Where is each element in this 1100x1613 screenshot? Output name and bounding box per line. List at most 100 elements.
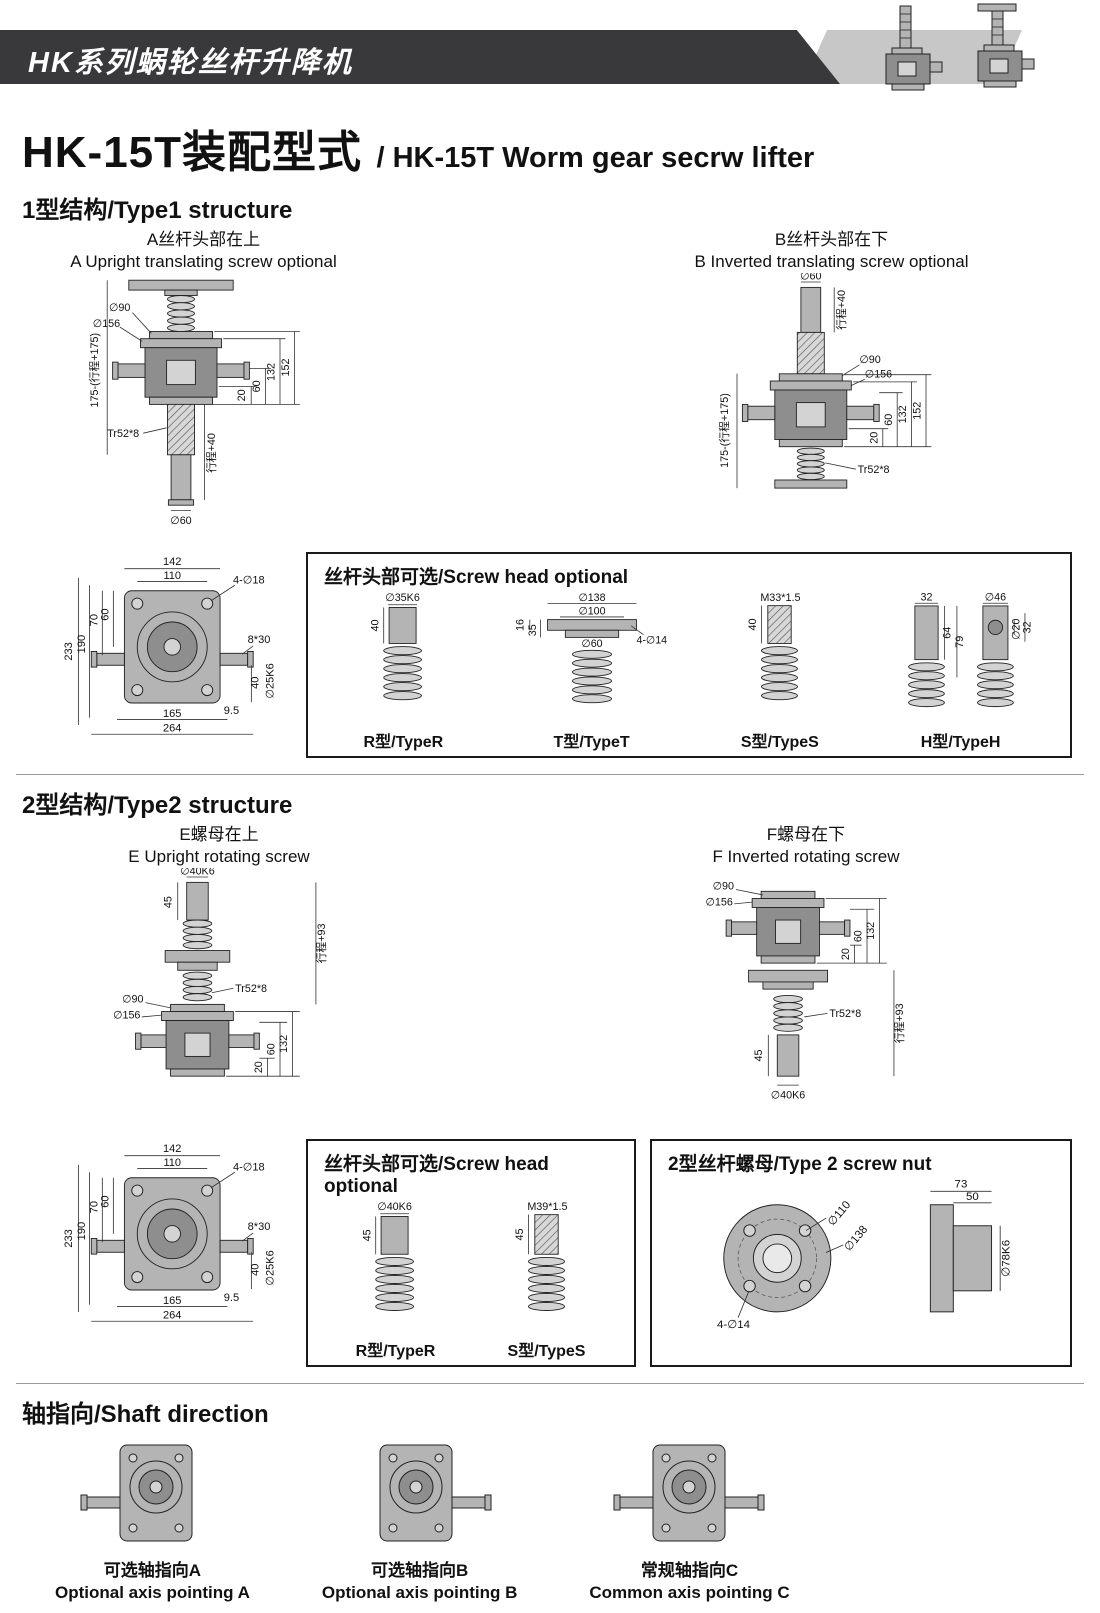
screw-head-s2-label: S型/TypeS bbox=[507, 1343, 586, 1361]
figure-f-caption-cn: F螺母在下 bbox=[766, 825, 846, 845]
dim-top-70: 70 bbox=[89, 614, 101, 626]
screw-head-h-label: H型/TypeH bbox=[920, 734, 1001, 752]
dim-top2-110: 110 bbox=[163, 1157, 181, 1169]
product-photos bbox=[885, 3, 1035, 91]
shaft-a-drawing bbox=[80, 1444, 193, 1542]
screw-head-h-drawing: 32 64 79 ∅46 bbox=[908, 592, 1033, 708]
screw-head-s-drawing: M33*1.5 40 bbox=[747, 592, 801, 701]
screw-nut-box-title: 2型丝杆螺母/Type 2 screw nut bbox=[668, 1154, 932, 1176]
figure-e-caption: E螺母在上 E Upright rotating screw bbox=[75, 824, 363, 868]
shaft-direction-row: 可选轴指向A Optional axis pointing A 可选轴指向B O… bbox=[0, 1431, 1100, 1612]
dim-top-key: 8*30 bbox=[248, 634, 271, 646]
shaft-direction-heading: 轴指向/Shaft direction bbox=[22, 1401, 269, 1429]
jack-b-outline bbox=[741, 287, 880, 489]
dim-f-45: 45 bbox=[753, 1050, 765, 1062]
dim-top-233: 233 bbox=[63, 642, 75, 660]
figure-f-caption: F螺母在下 F Inverted rotating screw bbox=[662, 824, 950, 868]
jack-f-outline bbox=[725, 891, 851, 1077]
dim-top2-142: 142 bbox=[163, 1143, 181, 1155]
type2-heading: 2型结构/Type2 structure bbox=[22, 792, 293, 820]
dim-f-d90: ∅90 bbox=[713, 881, 734, 893]
dim-top2-95: 9.5 bbox=[224, 1292, 239, 1304]
dim-f-thread: Tr52*8 bbox=[829, 1008, 861, 1020]
screw-head-r-drawing: ∅35K6 40 bbox=[369, 592, 422, 701]
dim-s2-thread: M39*1.5 bbox=[527, 1202, 567, 1214]
drawing-a-front-view: ∅90 ∅156 20 60 132 152 bbox=[88, 279, 300, 527]
dim-a-stroke: 行程+40 bbox=[205, 433, 218, 473]
dim-e-132: 132 bbox=[278, 1035, 290, 1053]
dim-b-20: 20 bbox=[868, 432, 880, 444]
dim-t-d100: ∅100 bbox=[578, 605, 605, 617]
screw-head-type-h: 32 64 79 ∅46 bbox=[882, 591, 1039, 752]
dim-s-thread: M33*1.5 bbox=[761, 592, 801, 604]
shaft-a-label-cn: 可选轴指向A bbox=[103, 1561, 202, 1581]
jack-photo-1 bbox=[885, 5, 943, 91]
dim-e-d90: ∅90 bbox=[122, 994, 143, 1006]
drawing-e-front-view: ∅40K6 45 Tr52*8 ∅90 ∅156 20 60 bbox=[113, 866, 328, 1077]
dim-b-stroke: 行程+40 bbox=[835, 290, 848, 330]
jack-e-outline bbox=[135, 882, 260, 1077]
figure-b: B丝杆头部在下 B Inverted translating screw opt… bbox=[683, 229, 980, 548]
screw-head-box-title-2: 丝杆头部可选/Screw head optional bbox=[324, 1154, 549, 1198]
dim-top2-40: 40 bbox=[250, 1264, 262, 1276]
nut-side-view bbox=[929, 1204, 993, 1313]
dim-h-d20: ∅20 bbox=[1011, 619, 1023, 640]
top-view-outline bbox=[90, 590, 254, 704]
screw-head-optional-box-2: 丝杆头部可选/Screw head optional ∅40K6 45 R型/T… bbox=[306, 1139, 636, 1368]
dim-h-79: 79 bbox=[954, 636, 966, 648]
dim-top2-190: 190 bbox=[76, 1222, 88, 1240]
nut-front-view bbox=[723, 1204, 832, 1313]
dim-r-dia: ∅35K6 bbox=[385, 592, 420, 604]
dim-f-132: 132 bbox=[865, 922, 877, 940]
dim-e-60: 60 bbox=[266, 1044, 278, 1056]
figure-a-caption: A丝杆头部在上 A Upright translating screw opti… bbox=[55, 229, 352, 273]
banner-bar bbox=[0, 30, 840, 84]
shaft-c-label-cn: 常规轴指向C bbox=[640, 1561, 739, 1581]
figure-e: E螺母在上 E Upright rotating screw bbox=[75, 824, 363, 1135]
dim-b-height: 175-(行程+175) bbox=[718, 393, 731, 468]
screw-nut-box: 2型丝杆螺母/Type 2 screw nut ∅110 bbox=[650, 1139, 1072, 1368]
dim-b-d90: ∅90 bbox=[859, 354, 880, 366]
dim-b-tube: ∅60 bbox=[800, 273, 821, 282]
dim-a-20: 20 bbox=[236, 390, 248, 402]
dim-e-d156: ∅156 bbox=[113, 1010, 140, 1022]
dim-h-32b: 32 bbox=[1021, 622, 1033, 634]
figure-e-caption-en: E Upright rotating screw bbox=[128, 847, 310, 867]
type2-mid-row: 142 110 4-∅18 233 190 70 60 8*30 40 ∅25K… bbox=[0, 1135, 1100, 1368]
dim-b-132: 132 bbox=[897, 405, 909, 423]
dim-t-d60: ∅60 bbox=[581, 638, 602, 650]
screw-head-s2-drawing: M39*1.5 45 bbox=[514, 1202, 567, 1312]
type2-drawings-row: E螺母在上 E Upright rotating screw bbox=[0, 822, 1100, 1135]
type1-mid-row: 142 110 4-∅18 233 190 70 60 8*30 40 ∅25K… bbox=[0, 548, 1100, 759]
dim-top2-70: 70 bbox=[89, 1201, 101, 1213]
dim-e-thread: Tr52*8 bbox=[235, 983, 267, 995]
page-title: HK-15T装配型式 / HK-15T Worm gear secrw lift… bbox=[0, 104, 1100, 180]
dim-f-60: 60 bbox=[853, 931, 865, 943]
screw-head-type-s2: M39*1.5 45 S型/TypeS bbox=[482, 1200, 611, 1361]
dim-nut-d110: ∅110 bbox=[826, 1199, 853, 1228]
dim-a-tube: ∅60 bbox=[170, 515, 191, 527]
dim-f-dia: ∅40K6 bbox=[771, 1090, 805, 1102]
shaft-b-drawing bbox=[379, 1444, 492, 1542]
dim-a-d156: ∅156 bbox=[93, 318, 120, 330]
screw-head-r-label: R型/TypeR bbox=[363, 734, 444, 752]
dim-top2-key: 8*30 bbox=[248, 1222, 271, 1234]
drawing-b-dimensions: ∅60 行程+40 ∅90 ∅156 20 60 bbox=[718, 270, 932, 489]
screw-head-box-title-1: 丝杆头部可选/Screw head optional bbox=[324, 567, 629, 589]
figure-e-caption-cn: E螺母在上 bbox=[179, 825, 259, 845]
screw-head-r2-label: R型/TypeR bbox=[355, 1343, 436, 1361]
dim-top-95: 9.5 bbox=[224, 705, 239, 717]
screw-head-type-r: ∅35K6 40 R型/TypeR bbox=[339, 591, 468, 752]
top-view-outline-2 bbox=[90, 1177, 254, 1291]
dim-r2-len: 45 bbox=[361, 1230, 373, 1242]
dim-e-dia: ∅40K6 bbox=[180, 868, 214, 877]
dim-e-20: 20 bbox=[253, 1062, 265, 1074]
nut-side-dimensions: 73 50 ∅78K6 bbox=[930, 1179, 1013, 1292]
top-view-dimensions-2: 142 110 4-∅18 233 190 70 60 8*30 40 ∅25K… bbox=[63, 1143, 276, 1323]
screw-head-type-r2: ∅40K6 45 R型/TypeR bbox=[331, 1200, 460, 1361]
dim-a-132: 132 bbox=[266, 363, 278, 381]
drawing-b-front-view: ∅60 行程+40 ∅90 ∅156 20 60 bbox=[718, 270, 932, 489]
screw-head-t-drawing: ∅138 ∅100 16 35 ∅60 4-∅14 bbox=[514, 592, 667, 704]
series-title: HK系列蜗轮丝杆升降机 bbox=[28, 47, 353, 79]
drawing-top-view-2: 142 110 4-∅18 233 190 70 60 8*30 40 ∅25K… bbox=[63, 1143, 276, 1323]
